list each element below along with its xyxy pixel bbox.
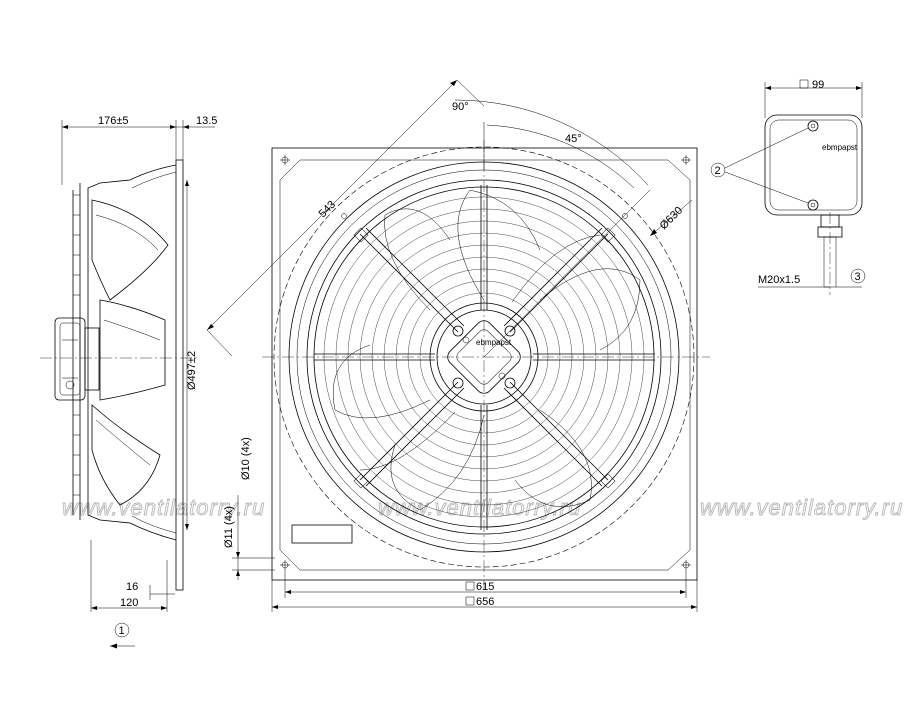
side-view: 176±5 13.5 <box>40 115 217 649</box>
front-view: ebmpapst 543 90° 45° Ø630 Ø10 (4x) <box>206 79 710 612</box>
watermark: www.ventilatorry.ru www.ventilatorry.ru … <box>62 495 903 521</box>
box-width-dimension: 99 <box>812 79 824 91</box>
box-logo: ebmpapst <box>822 143 858 152</box>
hole-10-label: Ø10 (4x) <box>240 437 252 480</box>
watermark-text-2: www.ventilatorry.ru <box>378 495 581 520</box>
callout-3-label: 3 <box>855 271 861 283</box>
watermark-text-1: www.ventilatorry.ru <box>62 495 265 520</box>
flow-marker-circle <box>114 622 130 638</box>
mount-depth-dimension: 120 <box>120 597 138 609</box>
callout-2-label: 2 <box>715 165 721 177</box>
mounting-plate <box>271 147 698 581</box>
outer-square-dimension: 656 <box>476 596 494 608</box>
depth-dimension: 176±5 <box>98 115 129 127</box>
angle-45-label: 45° <box>565 133 582 145</box>
terminal-box <box>764 114 863 216</box>
callout-3-circle <box>850 268 866 284</box>
angle-90-label: 90° <box>452 101 469 113</box>
label-plate <box>291 524 353 544</box>
inner-square-dimension: 615 <box>476 581 494 593</box>
flange-dimension: 13.5 <box>196 115 217 127</box>
hub-logo: ebmpapst <box>476 338 512 347</box>
box-screw-top <box>807 120 819 132</box>
diameter-dimension: Ø497±2 <box>186 351 198 390</box>
watermark-text-3: www.ventilatorry.ru <box>700 495 903 520</box>
hole-11-label: Ø11 (4x) <box>223 506 235 548</box>
flow-arrow-icon <box>110 643 117 649</box>
flow-marker-label: 1 <box>119 625 125 637</box>
ring-diameter-dimension: Ø630 <box>658 205 686 233</box>
box-screw-bottom <box>807 199 819 211</box>
offset-dimension: 16 <box>126 581 138 593</box>
terminal-box-view: 99 ebmpapst 2 M20x1.5 3 <box>710 79 866 295</box>
gland-thread-label: M20x1.5 <box>758 274 800 286</box>
callout-2-circle <box>710 162 726 178</box>
